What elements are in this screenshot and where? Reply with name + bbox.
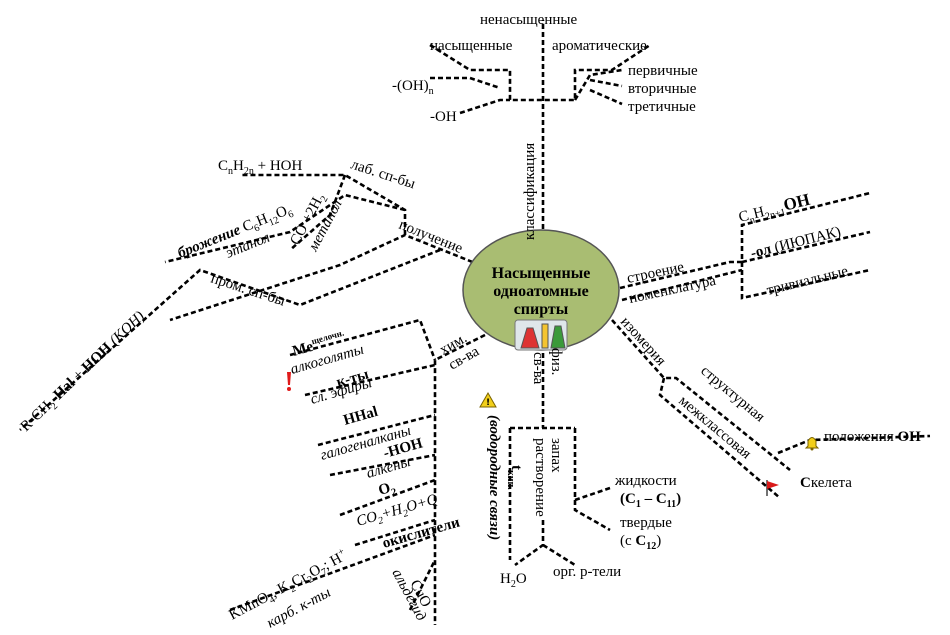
label-polyatomic: -(OH)n: [392, 78, 434, 97]
chem-oxygen: O2: [377, 479, 398, 502]
classification-group: ненасыщенные насыщенные ароматические -(…: [392, 12, 698, 125]
branch-obtaining: получение: [397, 217, 466, 257]
center-title-line1: Насыщенные: [492, 265, 591, 282]
general-formula: CnH2n+1OH: [736, 190, 812, 229]
phys-smell: запах: [548, 438, 564, 473]
phys-organic-solvents: орг. р-тели: [553, 564, 621, 580]
obtain-lab: лаб. сп-бы: [349, 157, 417, 193]
obtain-alkene-hydration: CnH2n + HOH: [218, 158, 302, 177]
phys-solids: твердые: [620, 515, 672, 531]
isomerism-skeleton: Скелета: [800, 475, 852, 491]
obtain-hydrolysis: R-CH2-Hal + HOH (KOH): [18, 308, 150, 437]
nomenclature-iupac: -ол (ИЮПАК): [749, 224, 843, 262]
isomerism-position: положения OH: [824, 429, 921, 445]
phys-hydrogen-bonds: (водородные связи): [486, 415, 502, 540]
chem-hhal: HHal: [342, 404, 380, 429]
label-monoatomic: -OH: [430, 109, 457, 125]
label-saturated: насыщенные: [430, 38, 513, 54]
center-title-line3: спирты: [514, 301, 569, 318]
phys-dissolve: растворение: [532, 438, 548, 517]
physical-group: запах растворение жидкости (C1 – C11) тв…: [479, 391, 681, 590]
branch-isomerism: изомерия: [617, 314, 669, 369]
exclamation-icon: [287, 372, 291, 391]
phys-liquids-range: (C1 – C11): [620, 491, 681, 510]
svg-text:!: !: [486, 398, 490, 408]
branch-classification: классификация: [522, 143, 538, 240]
label-unsaturated: ненасыщенные: [480, 12, 577, 28]
phys-liquids: жидкости: [614, 473, 677, 489]
structure-group: CnH2n+1OH -ол (ИЮПАК) тривиальные: [736, 190, 850, 299]
flasks-icon: [514, 319, 568, 351]
label-secondary: вторичные: [628, 81, 697, 97]
center-title-line2: одноатомные: [493, 283, 589, 300]
warning-icon: !: [479, 391, 497, 408]
bell-icon: [804, 437, 820, 451]
label-aromatic: ароматические: [552, 38, 647, 54]
obtain-industrial: пром. сп-бы: [209, 271, 287, 310]
isomerism-group: структурная межклассовая положения OH Ск…: [675, 363, 921, 496]
label-primary: первичные: [628, 63, 698, 79]
branch-phys2: св-ва: [530, 352, 546, 385]
connector-lines: [19, 20, 931, 625]
phys-solids-range: (с C12): [620, 533, 661, 552]
chemical-group: Meщелочн. алкоголяты к-ты сл. эфиры HHal…: [225, 328, 462, 632]
label-tertiary: третичные: [628, 99, 696, 115]
nomenclature-trivial: тривиальные: [765, 263, 850, 299]
phys-water: H2O: [500, 571, 527, 590]
branch-phys: физ.: [548, 348, 564, 375]
chem-oxidant-list: KMnO4, K2Cr2O7; H+: [225, 546, 351, 626]
flag-icon: [766, 480, 779, 496]
center-node[interactable]: Насыщенные одноатомные спирты: [462, 229, 620, 351]
phys-boiling-point: tкип.: [505, 465, 524, 490]
